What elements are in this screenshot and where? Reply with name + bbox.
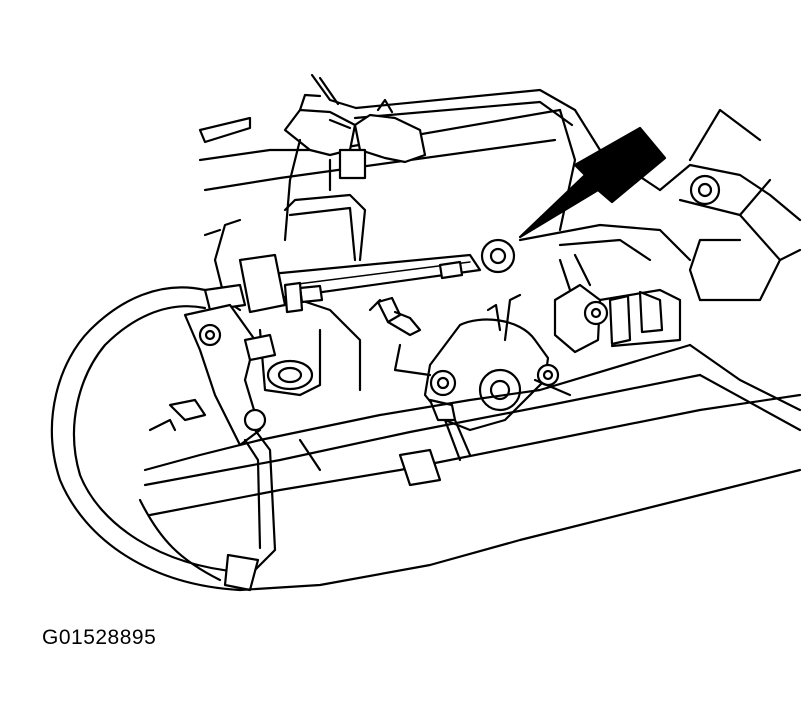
pointer-arrow	[518, 126, 667, 239]
linkage-rod	[258, 238, 516, 304]
throttle-body	[213, 193, 367, 397]
right-bracket	[553, 253, 682, 354]
throttle-lever	[423, 293, 572, 462]
figure-code: G01528895	[42, 626, 157, 649]
center-connector	[368, 296, 432, 377]
left-bracket	[183, 303, 277, 592]
left-cable-connector	[50, 253, 304, 592]
intake-manifold	[138, 343, 802, 592]
engine-block	[198, 73, 802, 302]
top-connectors	[283, 93, 427, 242]
